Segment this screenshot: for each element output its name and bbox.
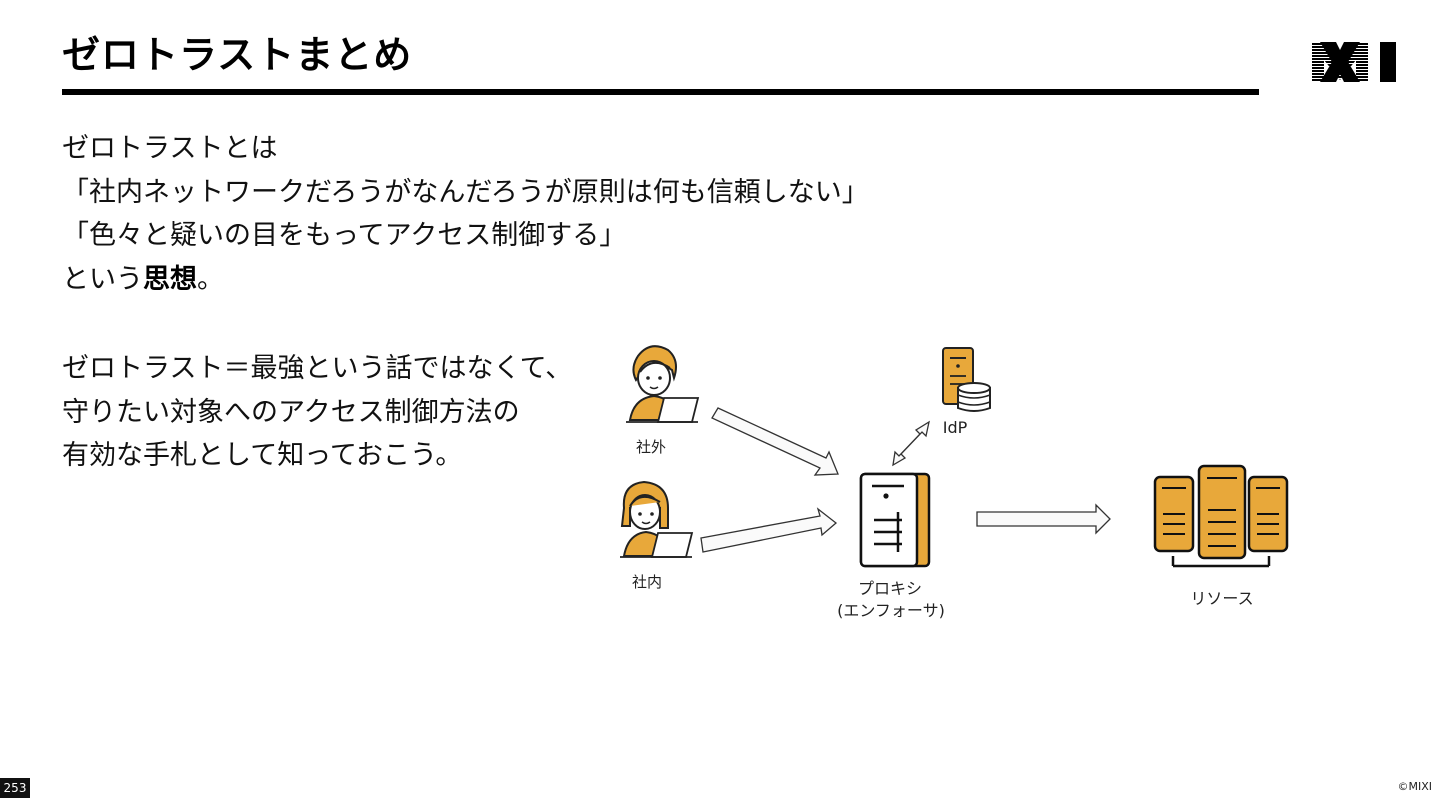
definition-line-4-suffix: 。: [197, 263, 224, 295]
proxy-server-icon: [859, 472, 931, 568]
title-underline: [62, 89, 1259, 95]
definition-keyword: 思想: [143, 263, 197, 295]
proxy-label-line1: プロキシ: [858, 579, 922, 598]
definition-line-4: という思想。: [62, 258, 869, 302]
server-cluster-icon: [1153, 464, 1289, 568]
definition-line-4-prefix: という: [62, 263, 143, 295]
user-outside-label: 社外: [636, 438, 666, 456]
zero-trust-diagram: 社外 社内 IdP プ: [620, 345, 1289, 620]
arrow-proxy-idp: [892, 420, 930, 467]
database-icon: [957, 382, 991, 412]
person-laptop-icon: [626, 345, 700, 423]
copyright-text: ©MIXI: [1397, 780, 1432, 793]
advice-line-1: ゼロトラスト＝最強という話ではなくて、: [62, 353, 573, 384]
definition-line-2: 「社内ネットワークだろうがなんだろうが原則は何も信頼しない」: [62, 176, 869, 208]
advice-paragraph: ゼロトラスト＝最強という話ではなくて、 守りたい対象へのアクセス制御方法の 有効…: [62, 347, 572, 478]
arrow-inside-to-proxy: [700, 507, 838, 553]
definition-line-1: ゼロトラストとは: [62, 133, 278, 164]
slide-title: ゼロトラストまとめ: [62, 33, 413, 77]
resource-label: リソース: [1190, 589, 1253, 608]
arrow-proxy-to-resource: [976, 503, 1111, 535]
page-number: 253: [0, 778, 30, 798]
arrow-outside-to-proxy: [711, 407, 839, 476]
definition-paragraph: ゼロトラストとは 「社内ネットワークだろうがなんだろうが原則は何も信頼しない」 …: [62, 127, 869, 301]
definition-line-3: 「色々と疑いの目をもってアクセス制御する」: [62, 220, 627, 251]
advice-line-2: 守りたい対象へのアクセス制御方法の: [62, 396, 520, 428]
idp-label: IdP: [943, 418, 968, 437]
person-laptop-icon: [620, 480, 694, 558]
proxy-label-line2: (エンフォーサ): [837, 601, 945, 620]
mixi-logo: [1312, 42, 1396, 82]
user-inside-label: 社内: [632, 573, 662, 591]
advice-line-3: 有効な手札として知っておこう。: [62, 440, 463, 471]
